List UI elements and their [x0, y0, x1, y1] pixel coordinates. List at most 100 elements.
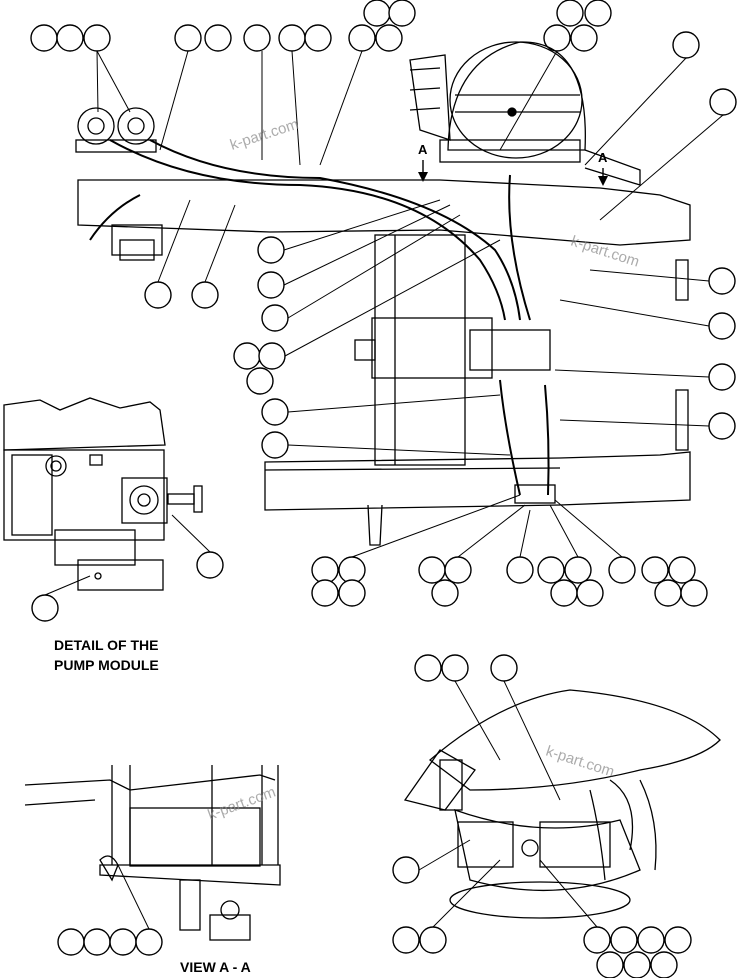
callout-bubble: [311, 556, 339, 584]
callout-bubble: [583, 926, 611, 954]
callout-bubble: [109, 928, 137, 956]
iso-panel-left: [457, 821, 514, 868]
leader-line: [351, 494, 521, 558]
leader-line: [549, 504, 579, 558]
leader-line: [287, 444, 511, 456]
callout-bubble: [348, 24, 376, 52]
vertical-frame-left: [374, 234, 466, 466]
callout-bubble: [708, 267, 736, 295]
section-markers: A A: [418, 142, 608, 186]
callout-bubble: [576, 579, 604, 607]
leader-line: [117, 864, 150, 930]
pump-module-detail: [3, 397, 203, 591]
leader-lines: [44, 50, 724, 930]
callout-bubble: [650, 951, 678, 978]
callout-bubble: [338, 556, 366, 584]
callout-bubble: [490, 654, 518, 682]
callout-bubble: [680, 579, 708, 607]
leader-line: [554, 499, 623, 558]
iso-view: [403, 689, 721, 919]
callout-bubble: [637, 926, 665, 954]
callout-bubble: [311, 579, 339, 607]
main-assembly: [75, 41, 691, 546]
callout-bubble: [550, 579, 578, 607]
callout-bubble: [31, 594, 59, 622]
callout-bubble: [654, 579, 682, 607]
leader-line: [283, 199, 441, 251]
leader-line: [457, 504, 526, 558]
leader-line: [519, 509, 531, 558]
callout-bubble: [57, 928, 85, 956]
callout-bubble: [610, 926, 638, 954]
callout-bubble: [191, 281, 219, 309]
callout-bubble: [375, 24, 403, 52]
leader-line: [559, 419, 710, 427]
callout-bubble: [246, 367, 274, 395]
leader-line: [171, 514, 211, 553]
iso-panel-right: [539, 821, 611, 868]
leader-line: [96, 50, 99, 113]
callout-bubble: [83, 24, 111, 52]
watermark: k-part.com: [228, 116, 301, 154]
hose-reel-left: [77, 107, 115, 145]
callout-bubble: [419, 926, 447, 954]
leader-line: [287, 394, 501, 413]
leader-line: [157, 199, 191, 283]
callout-bubble: [596, 951, 624, 978]
frame-rail-lower: [264, 451, 691, 511]
callout-bubble: [672, 31, 700, 59]
leader-line: [319, 50, 363, 166]
callout-bubble: [261, 398, 289, 426]
callout-bubble: [414, 654, 442, 682]
callout-bubble: [623, 951, 651, 978]
pump-module: [371, 317, 493, 379]
callout-bubble: [338, 579, 366, 607]
callout-bubble: [668, 556, 696, 584]
leader-line: [554, 369, 710, 378]
callout-bubble: [444, 556, 472, 584]
watermark: k-part.com: [544, 743, 617, 781]
hose-main-3: [508, 174, 531, 321]
callout-bubble: [135, 928, 163, 956]
leader-line: [559, 299, 710, 327]
callout-bubble: [304, 24, 332, 52]
leader-line: [418, 839, 471, 871]
callout-bubble: [83, 928, 111, 956]
callout-bubbles: [30, 0, 737, 978]
leader-line: [96, 50, 131, 113]
callout-bubble: [174, 24, 202, 52]
callout-bubble: [708, 363, 736, 391]
fuel-tank: [447, 41, 586, 151]
callout-bubble: [608, 556, 636, 584]
callout-bubble: [708, 312, 736, 340]
section-marker-a-left: A: [418, 142, 428, 157]
leader-line: [584, 57, 687, 166]
callout-bubble: [258, 342, 286, 370]
watermark: k-part.com: [206, 784, 278, 824]
leader-line: [44, 575, 91, 596]
leader-line: [599, 114, 724, 221]
hose-main-1: [109, 139, 506, 321]
callout-bubble: [664, 926, 692, 954]
callout-bubble: [388, 0, 416, 27]
leader-line: [454, 680, 501, 761]
callout-bubble: [570, 24, 598, 52]
leader-line: [287, 214, 461, 319]
callout-bubble: [196, 551, 224, 579]
callout-bubble: [641, 556, 669, 584]
callout-bubble: [204, 24, 232, 52]
callout-bubble: [708, 412, 736, 440]
callout-bubble: [257, 271, 285, 299]
callout-bubble: [30, 24, 58, 52]
callout-bubble: [418, 556, 446, 584]
hose-main-2: [149, 139, 521, 321]
callout-bubble: [441, 654, 469, 682]
callout-bubble: [537, 556, 565, 584]
callout-bubble: [278, 24, 306, 52]
watermark: k-part.com: [569, 233, 642, 271]
leader-line: [291, 50, 301, 166]
leader-line: [432, 859, 501, 928]
caption-detail-line1: DETAIL OF THE: [54, 637, 158, 653]
leader-line: [499, 50, 558, 151]
